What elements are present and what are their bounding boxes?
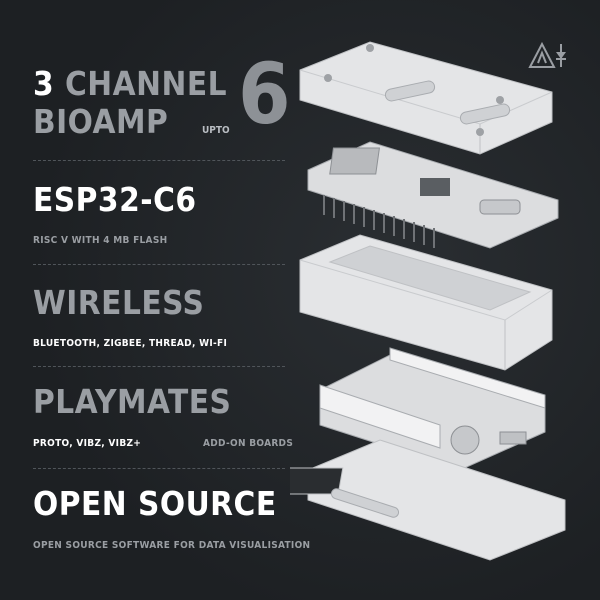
playmates-subtitle: PROTO, VIBZ, VIBZ+ bbox=[33, 438, 142, 449]
exploded-device-illustration bbox=[290, 41, 566, 561]
divider bbox=[33, 468, 285, 469]
playmates-note: ADD-ON BOARDS bbox=[203, 438, 294, 449]
esp32-board bbox=[307, 141, 559, 249]
channel-word: CHANNEL bbox=[65, 64, 228, 103]
divider bbox=[33, 366, 285, 367]
divider bbox=[33, 264, 285, 265]
upto-label: UPTO bbox=[202, 125, 230, 136]
chip-subtitle: RISC V WITH 4 MB FLASH bbox=[33, 235, 168, 246]
enclosure-shell bbox=[299, 234, 553, 371]
upto-number: 6 bbox=[238, 45, 291, 143]
channel-count: 3 bbox=[33, 64, 55, 103]
headline-line-1: 3 CHANNEL bbox=[33, 66, 227, 102]
open-source-subtitle: OPEN SOURCE SOFTWARE FOR DATA VISUALISAT… bbox=[33, 540, 311, 551]
base-plate bbox=[290, 439, 566, 561]
enclosure-lid bbox=[299, 41, 553, 155]
wireless-subtitle: BLUETOOTH, ZIGBEE, THREAD, WI-FI bbox=[33, 338, 228, 349]
wireless-title: WIRELESS bbox=[33, 283, 205, 322]
headline-line-2: BIOAMP bbox=[33, 102, 169, 141]
playmates-title: PLAYMATES bbox=[33, 382, 232, 421]
chip-title: ESP32-C6 bbox=[33, 180, 197, 219]
open-source-title: OPEN SOURCE bbox=[33, 484, 277, 523]
brand-triangle-logo-icon bbox=[528, 41, 566, 68]
divider bbox=[33, 160, 285, 161]
